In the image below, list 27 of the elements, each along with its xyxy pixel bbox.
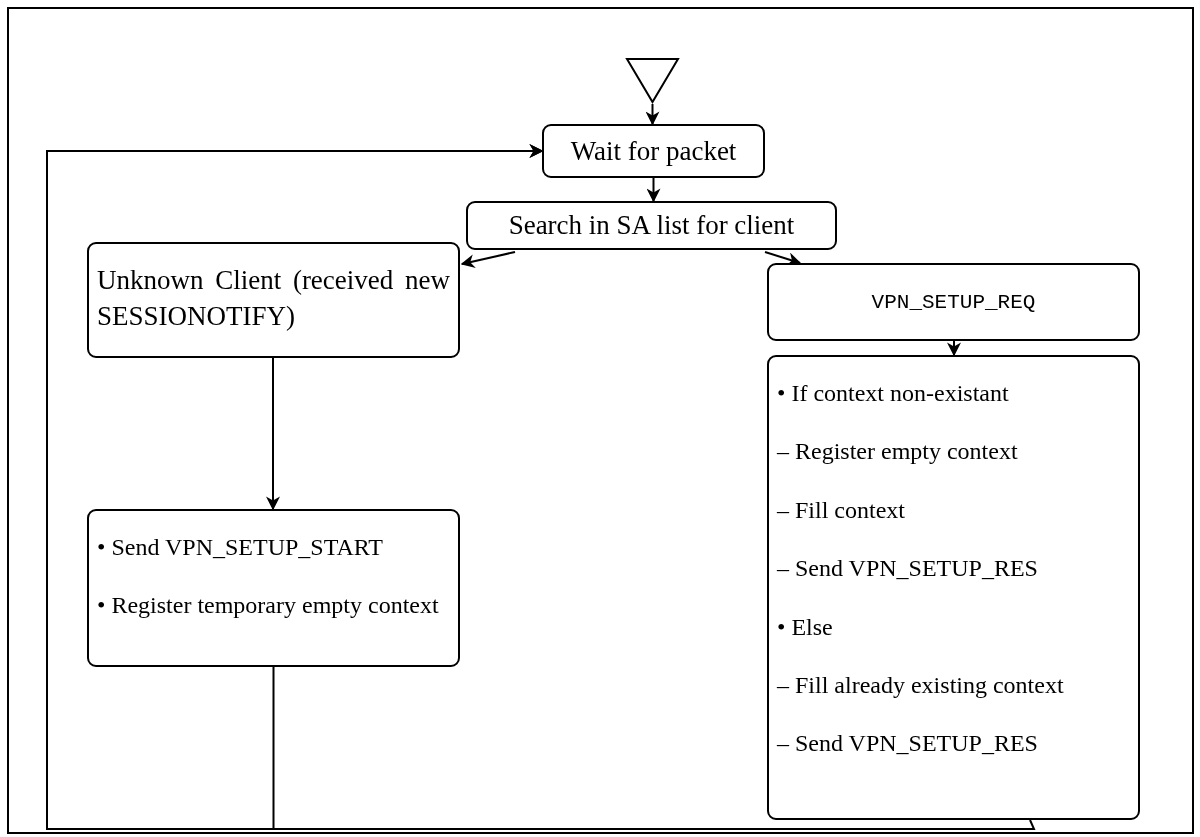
arrow	[645, 103, 660, 126]
step-text: Unknown Client (received new SESSIONOTIFY)	[97, 264, 450, 334]
step-text: Search in SA list for client	[508, 210, 795, 241]
triangle-symbol	[625, 57, 680, 104]
process-box	[466, 201, 837, 250]
process-box	[542, 124, 765, 178]
step-text: VPN_SETUP_REQ	[871, 290, 1036, 314]
list-item: – Send VPN_SETUP_RES	[777, 554, 1039, 584]
list-item: • Register temporary empty context	[97, 591, 440, 621]
list-item: – Fill context	[777, 495, 906, 525]
process-box	[87, 242, 460, 358]
process-box	[767, 263, 1140, 341]
list-item: – Fill already existing context	[777, 670, 1065, 700]
arrow	[764, 251, 802, 266]
list-item: • Send VPN_SETUP_START	[97, 533, 384, 562]
list-item: – Register empty context	[777, 437, 1019, 467]
arrow	[646, 177, 661, 203]
list-item: – Send VPN_SETUP_RES	[777, 729, 1039, 759]
step-text: Wait for packet	[570, 135, 737, 167]
arrow	[947, 340, 961, 357]
list-item: • Else	[777, 612, 834, 642]
arrow	[266, 357, 280, 511]
step-list-box	[87, 509, 460, 667]
step-list-box	[767, 355, 1140, 820]
arrow	[46, 144, 1036, 830]
arrow	[460, 251, 516, 269]
list-item: • If context non-existant	[777, 379, 1010, 408]
